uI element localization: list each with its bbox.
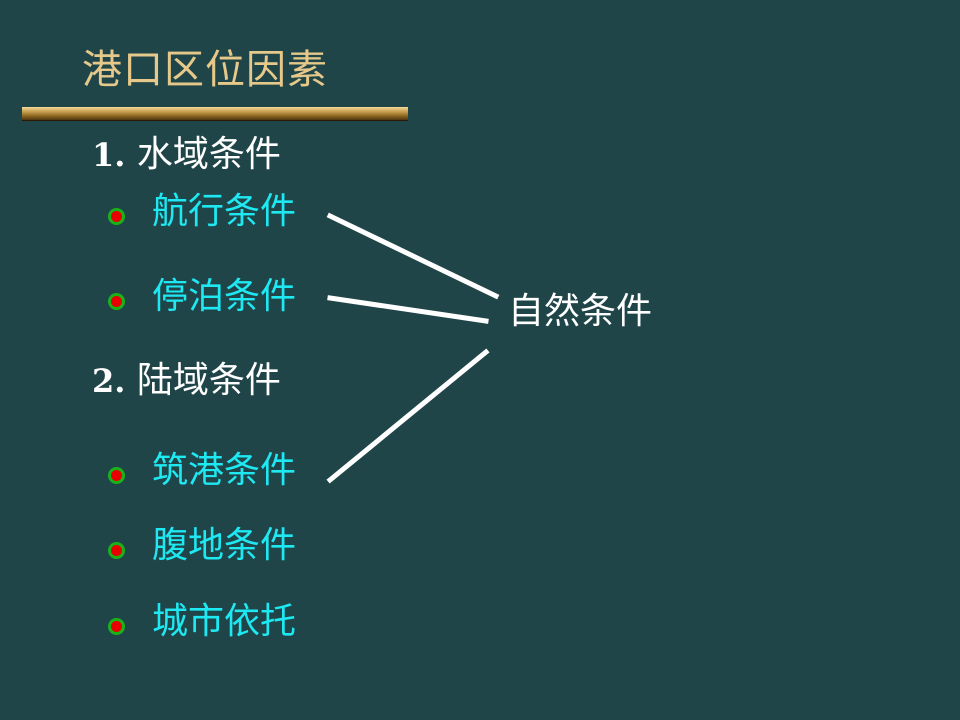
section-label: 水域条件 [136,134,281,175]
bullet-dot-icon [108,542,125,559]
bullet-dot-icon [108,293,125,310]
list-item-label: 筑港条件 [152,450,297,491]
bullet-dot-icon [108,208,125,225]
natural-conditions-label: 自然条件 [508,291,653,332]
connector-line-construction [326,348,490,484]
bullet-dot-icon [108,618,125,635]
list-item-label: 城市依托 [152,601,297,642]
connector-line-navigation [326,212,500,300]
list-item-label: 航行条件 [152,191,297,232]
section-land: 2. 陆域条件 [92,359,281,403]
section-number: 2. [92,362,126,400]
slide-title: 港口区位因素 [82,47,328,93]
bullet-dot-icon [108,467,125,484]
section-number: 1. [92,136,126,174]
list-item-label: 停泊条件 [152,276,297,317]
list-item-label: 腹地条件 [152,525,297,566]
title-underline [22,107,408,120]
connector-line-berthing [327,295,489,324]
section-label: 陆域条件 [136,360,281,401]
section-water: 1. 水域条件 [92,133,281,177]
